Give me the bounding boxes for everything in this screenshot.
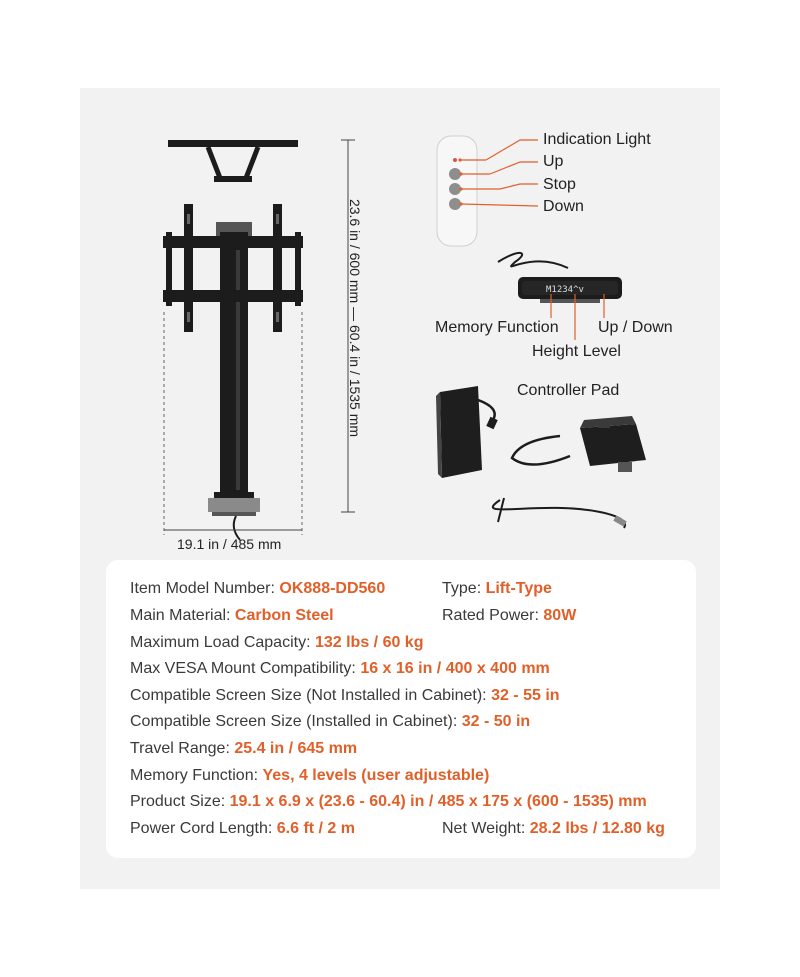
spec-material-value: Carbon Steel [234,607,334,624]
spec-vesa-value: 16 x 16 in / 400 x 400 mm [360,660,550,677]
spec-memory-label: Memory Function: [130,767,263,784]
spec-screen-in-value: 32 - 50 in [461,713,531,730]
spec-screen-not-label: Compatible Screen Size (Not Installed in… [130,687,492,704]
spec-type: Type: Lift-Type [442,580,552,598]
spec-memory: Memory Function: Yes, 4 levels (user adj… [130,767,489,785]
height-level-label: Height Level [532,343,621,360]
spec-screen-installed: Compatible Screen Size (Installed in Cab… [130,713,530,731]
spec-weight-label: Net Weight: [442,820,530,837]
spec-power: Rated Power: 80W [442,607,576,625]
width-dimension-label: 19.1 in / 485 mm [177,536,282,552]
spec-memory-value: Yes, 4 levels (user adjustable) [262,767,490,784]
svg-text:M1234^v: M1234^v [546,285,584,295]
spec-load-label: Maximum Load Capacity: [130,634,315,651]
spec-model-value: OK888-DD560 [279,580,386,597]
spec-model: Item Model Number: OK888-DD560 [130,580,385,598]
down-label: Down [543,198,584,215]
spec-power-value: 80W [543,607,577,624]
stop-label: Stop [543,176,576,193]
spec-cord-value: 6.6 ft / 2 m [276,820,355,837]
spec-load-value: 132 lbs / 60 kg [314,634,424,651]
remote-image [436,135,478,247]
spec-vesa: Max VESA Mount Compatibility: 16 x 16 in… [130,660,550,678]
spec-travel: Travel Range: 25.4 in / 645 mm [130,740,357,758]
spec-cord: Power Cord Length: 6.6 ft / 2 m [130,820,355,838]
tv-lift-image [163,140,303,541]
spec-card [106,560,696,858]
spec-weight-value: 28.2 lbs / 12.80 kg [529,820,665,837]
spec-screen-not-value: 32 - 55 in [491,687,560,704]
spec-load: Maximum Load Capacity: 132 lbs / 60 kg [130,634,423,652]
spec-vesa-label: Max VESA Mount Compatibility: [130,660,361,677]
spec-cord-label: Power Cord Length: [130,820,277,837]
spec-size: Product Size: 19.1 x 6.9 x (23.6 - 60.4)… [130,793,647,811]
spec-type-value: Lift-Type [485,580,552,597]
up-down-label: Up / Down [598,319,673,336]
spec-screen-in-label: Compatible Screen Size (Installed in Cab… [130,713,462,730]
controller-pad-label: Controller Pad [517,382,620,399]
spec-type-label: Type: [442,580,486,597]
spec-weight: Net Weight: 28.2 lbs / 12.80 kg [442,820,665,838]
up-label: Up [543,153,564,170]
spec-size-label: Product Size: [130,793,230,810]
spec-screen-not-installed: Compatible Screen Size (Not Installed in… [130,687,560,705]
indication-light-label: Indication Light [543,131,651,148]
spec-travel-label: Travel Range: [130,740,235,757]
spec-model-label: Item Model Number: [130,580,280,597]
spec-material: Main Material: Carbon Steel [130,607,334,625]
memory-function-label: Memory Function [435,319,559,336]
keypad-image: M1234^v [497,252,622,303]
spec-travel-value: 25.4 in / 645 mm [234,740,358,757]
spec-size-value: 19.1 x 6.9 x (23.6 - 60.4) in / 485 x 17… [229,793,647,810]
controller-pad-image [491,416,646,529]
height-dimension-label: 23.6 in / 600 mm — 60.4 in / 1535 mm [347,198,363,438]
spec-power-label: Rated Power: [442,607,544,624]
spec-material-label: Main Material: [130,607,235,624]
power-adapter-image [436,386,498,478]
